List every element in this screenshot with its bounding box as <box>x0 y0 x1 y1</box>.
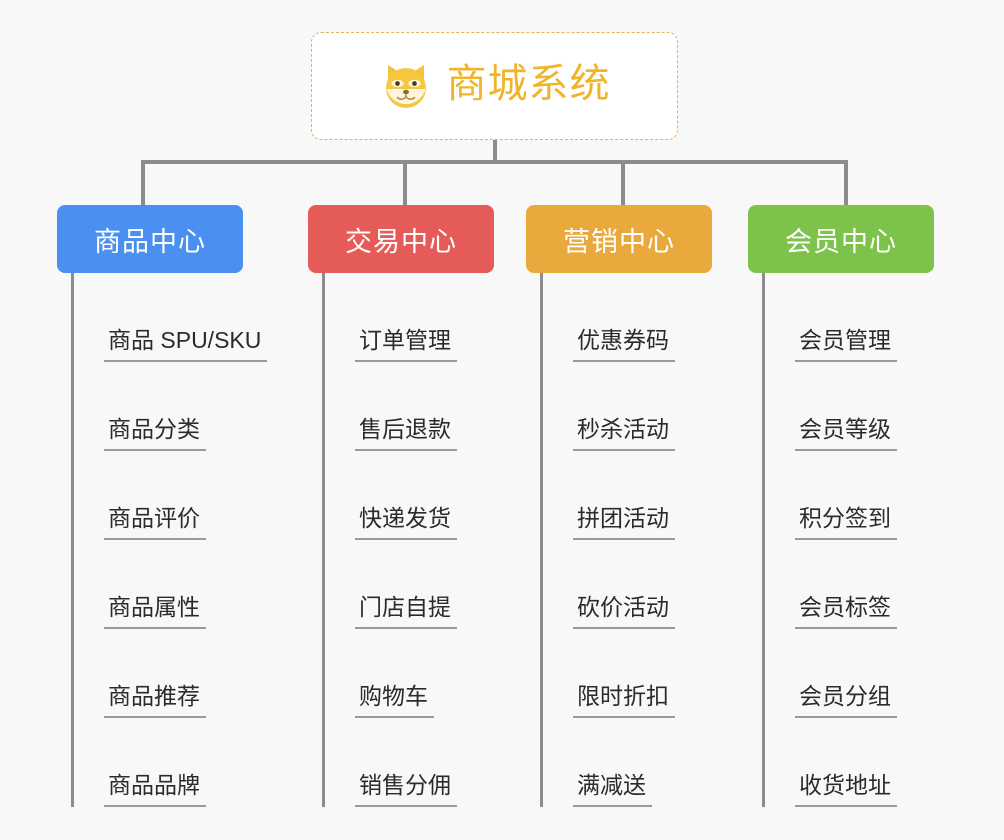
category-header-label: 交易中心 <box>345 226 457 257</box>
category-header-交易中心[interactable]: 交易中心 <box>308 205 494 273</box>
leaf-list-4: 会员管理 会员等级 积分签到 会员标签 会员分组 收货地址 <box>762 273 934 807</box>
leaf-item[interactable]: 会员分组 <box>767 629 934 718</box>
leaf-label: 会员管理 <box>795 328 897 362</box>
leaf-item[interactable]: 会员标签 <box>767 540 934 629</box>
leaf-item[interactable]: 商品分类 <box>76 362 267 451</box>
leaf-label: 商品分类 <box>104 417 206 451</box>
leaf-item[interactable]: 商品 SPU/SKU <box>76 273 268 362</box>
leaf-label: 商品推荐 <box>104 684 206 718</box>
leaf-label: 商品品牌 <box>104 773 206 807</box>
category-header-label: 会员中心 <box>785 226 897 257</box>
category-header-label: 营销中心 <box>563 226 675 257</box>
leaf-label: 销售分佣 <box>355 773 457 807</box>
leaf-label: 会员分组 <box>795 684 897 718</box>
leaf-label: 订单管理 <box>355 328 457 362</box>
leaf-item[interactable]: 门店自提 <box>327 540 494 629</box>
leaf-item[interactable]: 会员等级 <box>767 362 934 451</box>
leaf-item[interactable]: 会员管理 <box>767 273 934 362</box>
leaf-item[interactable]: 限时折扣 <box>545 629 712 718</box>
category-header-label: 商品中心 <box>94 226 206 257</box>
connector-drop-3 <box>621 160 625 208</box>
category-header-商品中心[interactable]: 商品中心 <box>57 205 243 273</box>
leaf-label: 门店自提 <box>355 595 457 629</box>
leaf-list-1: 商品 SPU/SKU 商品分类 商品评价 商品属性 商品推荐 商品品牌 <box>71 273 268 807</box>
root-node[interactable]: 商城系统 <box>311 32 678 140</box>
leaf-label: 商品评价 <box>104 506 206 540</box>
leaf-label: 满减送 <box>573 773 652 807</box>
leaf-label: 砍价活动 <box>573 595 675 629</box>
leaf-label: 积分签到 <box>795 506 897 540</box>
leaf-item[interactable]: 商品推荐 <box>76 629 267 718</box>
leaf-item[interactable]: 商品评价 <box>76 451 267 540</box>
category-header-会员中心[interactable]: 会员中心 <box>748 205 934 273</box>
leaf-item[interactable]: 商品属性 <box>76 540 267 629</box>
leaf-item[interactable]: 满减送 <box>545 718 712 807</box>
connector-root-stem <box>493 140 497 164</box>
leaf-item[interactable]: 积分签到 <box>767 451 934 540</box>
leaf-list-3: 优惠券码 秒杀活动 拼团活动 砍价活动 限时折扣 满减送 <box>540 273 712 807</box>
leaf-item[interactable]: 销售分佣 <box>327 718 494 807</box>
category-column-4: 会员中心 会员管理 会员等级 积分签到 会员标签 会员分组 收货地址 <box>748 205 934 807</box>
connector-horizontal-bus <box>141 160 848 164</box>
connector-drop-4 <box>844 160 848 208</box>
leaf-label: 购物车 <box>355 684 434 718</box>
leaf-label: 限时折扣 <box>573 684 675 718</box>
leaf-label: 会员等级 <box>795 417 897 451</box>
category-column-3: 营销中心 优惠券码 秒杀活动 拼团活动 砍价活动 限时折扣 满减送 <box>526 205 712 807</box>
connector-drop-2 <box>403 160 407 208</box>
leaf-label: 商品 SPU/SKU <box>104 328 268 362</box>
leaf-label: 收货地址 <box>795 773 897 807</box>
leaf-label: 商品属性 <box>104 595 206 629</box>
shiba-dog-emoji <box>379 59 433 113</box>
leaf-label: 快递发货 <box>355 506 457 540</box>
leaf-label: 拼团活动 <box>573 506 675 540</box>
leaf-label: 会员标签 <box>795 595 897 629</box>
leaf-item[interactable]: 订单管理 <box>327 273 494 362</box>
leaf-label: 秒杀活动 <box>573 417 675 451</box>
connector-drop-1 <box>141 160 145 208</box>
leaf-label: 优惠券码 <box>573 328 675 362</box>
leaf-item[interactable]: 砍价活动 <box>545 540 712 629</box>
leaf-item[interactable]: 收货地址 <box>767 718 934 807</box>
leaf-item[interactable]: 购物车 <box>327 629 494 718</box>
leaf-item[interactable]: 秒杀活动 <box>545 362 712 451</box>
category-header-营销中心[interactable]: 营销中心 <box>526 205 712 273</box>
leaf-item[interactable]: 快递发货 <box>327 451 494 540</box>
leaf-item[interactable]: 售后退款 <box>327 362 494 451</box>
leaf-list-2: 订单管理 售后退款 快递发货 门店自提 购物车 销售分佣 <box>322 273 494 807</box>
leaf-item[interactable]: 商品品牌 <box>76 718 267 807</box>
category-column-2: 交易中心 订单管理 售后退款 快递发货 门店自提 购物车 销售分佣 <box>308 205 494 807</box>
root-title: 商城系统 <box>446 62 611 106</box>
category-column-1: 商品中心 商品 SPU/SKU 商品分类 商品评价 商品属性 商品推荐 商品品牌 <box>57 205 268 807</box>
leaf-item[interactable]: 优惠券码 <box>545 273 712 362</box>
leaf-label: 售后退款 <box>355 417 457 451</box>
leaf-item[interactable]: 拼团活动 <box>545 451 712 540</box>
